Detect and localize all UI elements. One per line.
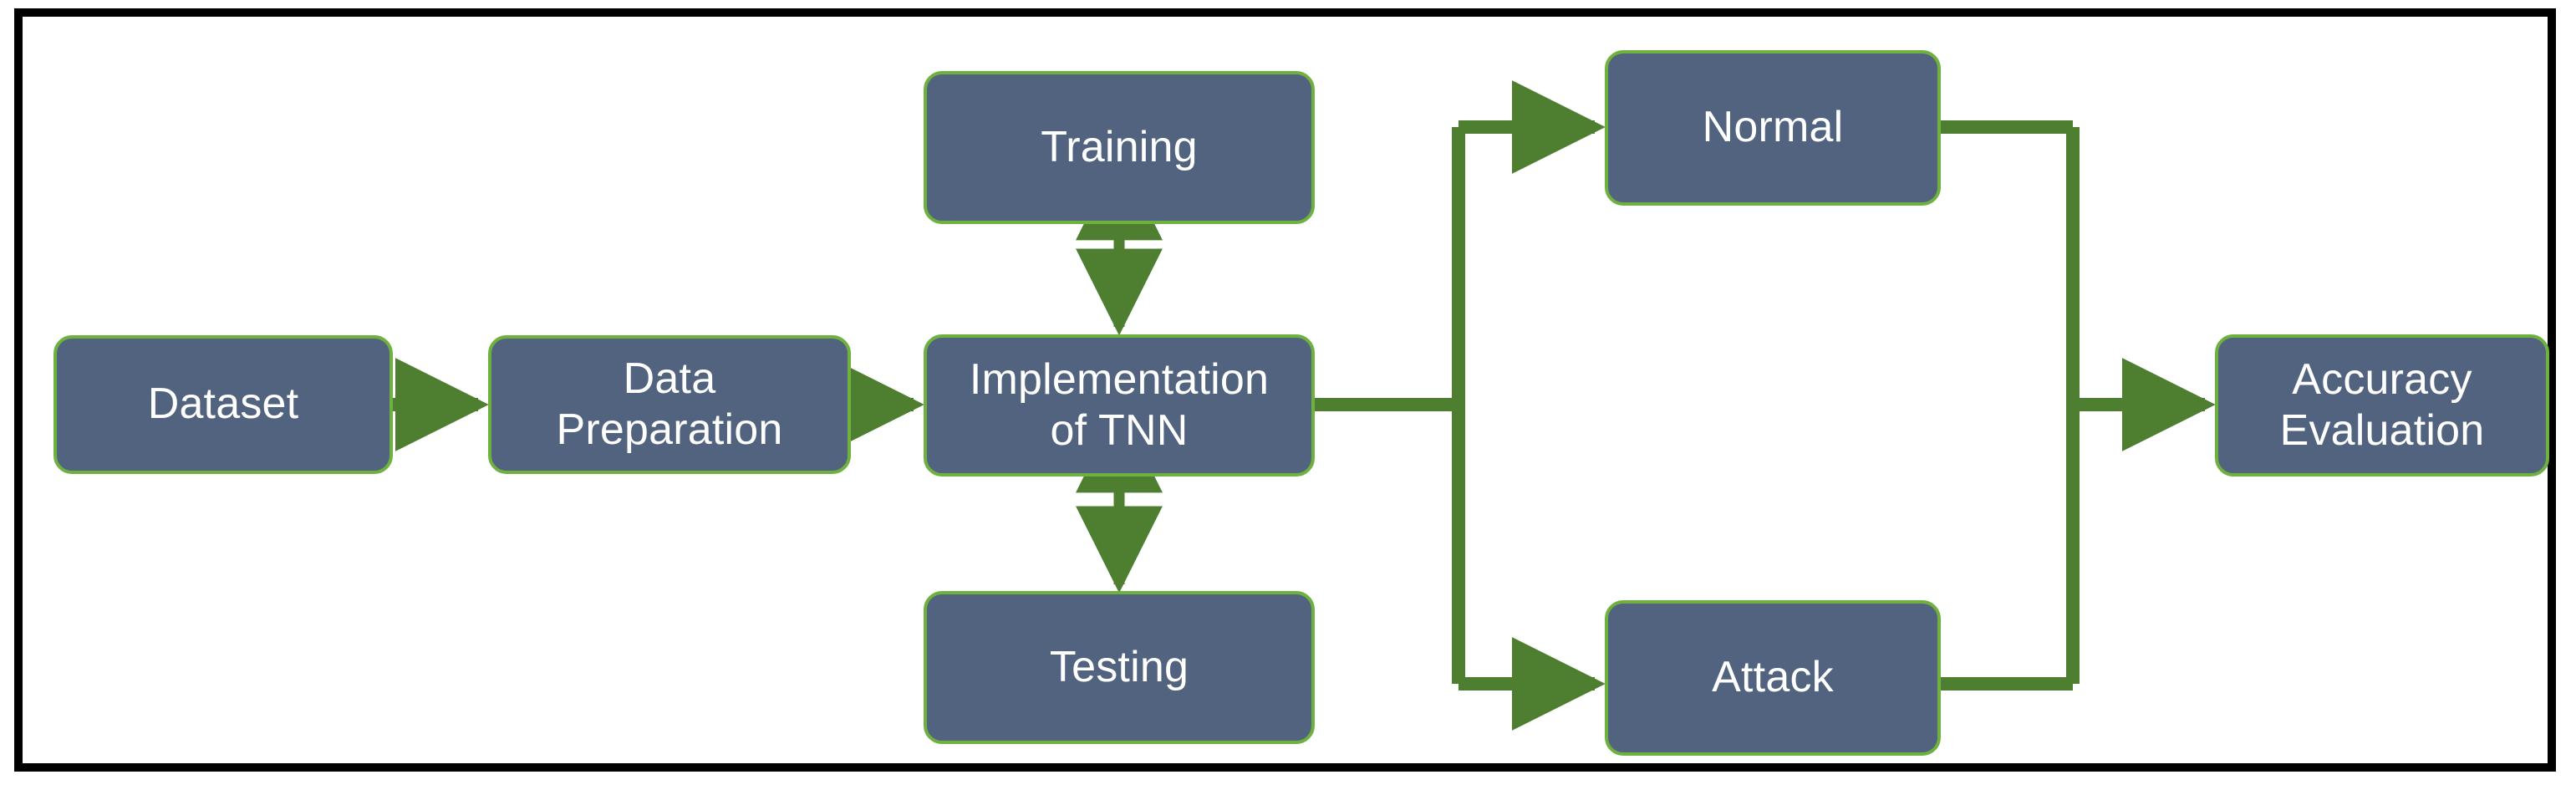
node-accuracy-evaluation[interactable]: Accuracy Evaluation <box>2215 334 2549 476</box>
node-dataset-label: Dataset <box>147 380 299 429</box>
node-implementation-of-tnn-label: Implementation of TNN <box>969 354 1270 455</box>
node-testing[interactable]: Testing <box>924 591 1315 744</box>
node-testing-label: Testing <box>1049 642 1189 691</box>
node-training-label: Training <box>1041 122 1198 171</box>
node-data-preparation[interactable]: Data Preparation <box>488 335 851 474</box>
edge-normal-attack-merge-to-accuracy <box>1941 120 2216 691</box>
node-attack-label: Attack <box>1712 653 1834 702</box>
node-dataset[interactable]: Dataset <box>53 335 393 474</box>
node-implementation-of-tnn[interactable]: Implementation of TNN <box>924 334 1315 476</box>
node-attack[interactable]: Attack <box>1605 600 1941 756</box>
node-training[interactable]: Training <box>924 71 1315 224</box>
node-data-preparation-label: Data Preparation <box>556 354 783 454</box>
node-accuracy-evaluation-label: Accuracy Evaluation <box>2279 354 2485 455</box>
node-normal-label: Normal <box>1702 103 1844 152</box>
node-normal[interactable]: Normal <box>1605 50 1941 206</box>
edge-tnn-branch-to-normal-attack <box>1315 80 1606 731</box>
